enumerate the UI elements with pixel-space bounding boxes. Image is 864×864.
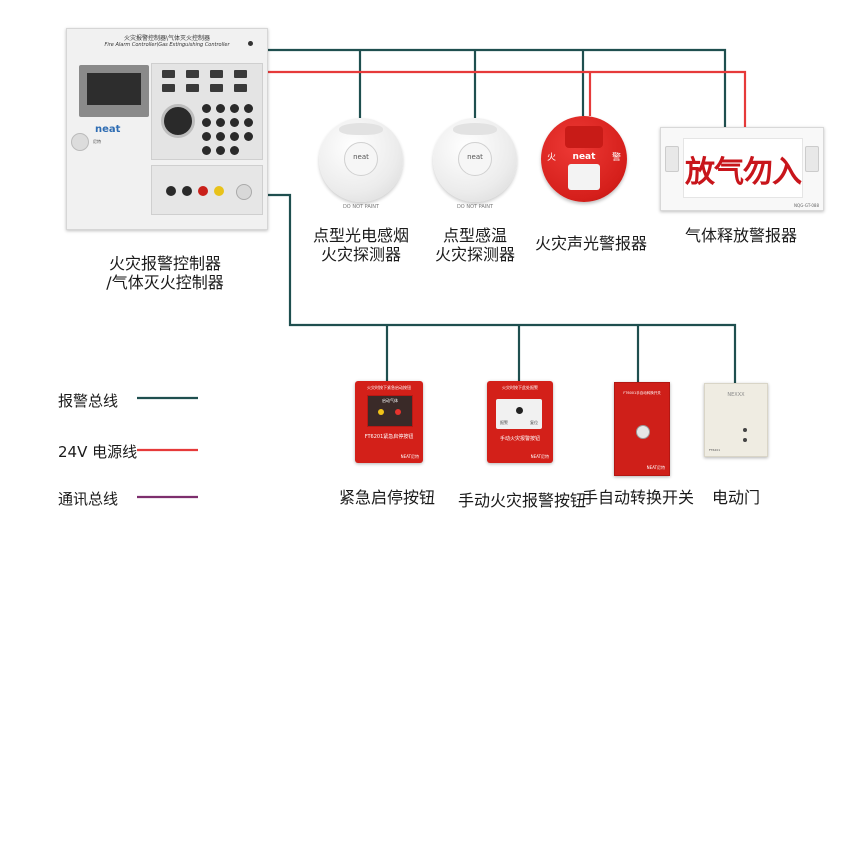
panel-brand-cn: 尼特 [93,139,101,144]
sign-lamp-right-icon [805,146,819,172]
extinguishing-control-subpanel [151,165,263,215]
lcd-display [79,65,149,117]
panel-brand-logo: neat [95,124,121,135]
electric-door-module: NEXXX FT6201 [704,383,768,457]
manual-auto-switch: FT6001手自动转换开关 NEAT尼特 [614,382,670,476]
power-indicator-icon [248,41,253,46]
sign-text: 放气勿入 [685,155,802,190]
manual-fire-alarm-button: 火灾时按下此处报警 报警 复位 手动火灾报警按钮 NEAT尼特 [487,381,553,463]
panel-title: 火灾报警控制器\气体灭火控制器 [123,35,211,42]
strobe-brand: neat [572,152,596,162]
photo-smoke-label-line1: 点型光电感烟 [312,226,409,245]
emergency-footer: FT6201紧急启停按钮 [364,434,414,440]
alarm-bus-top [266,48,727,127]
manual-window: 报警 复位 [496,399,542,429]
strobe-label: 火灾声光警报器 [534,234,647,253]
panel-subtitle: Fire Alarm Controller\Gas Extinguishing … [104,42,230,48]
strobe-lens-icon [568,164,600,190]
legend-alarm-bus: 报警总线 [58,392,119,410]
control-keypad [151,63,263,160]
door-lock-knob-icon [71,133,89,151]
door-led-2-icon [743,438,747,442]
fire-strobe-sounder: 火 neat 警 [541,116,627,202]
door-tag: FT6201 [709,448,721,452]
navigation-dial-icon [161,104,195,138]
emergency-button-label: 紧急启停按钮 [338,488,435,507]
power-line-top [266,70,747,127]
emergency-sub: 启动气体 [382,398,398,403]
manual-button-label: 手动火灾报警按钮 [458,491,587,510]
key-slot-icon [636,425,650,439]
controller-label-line1: 火灾报警控制器 [108,254,221,273]
manual-header: 火灾时按下此处报警 [502,385,538,390]
manual-right-text: 复位 [530,420,538,425]
release-sign-label: 气体释放警报器 [684,226,797,245]
strobe-fire-char: 火 [547,153,557,163]
manual-brand: NEAT尼特 [530,454,549,459]
photoelectric-smoke-detector: neat DO NOT PAINT [319,118,403,210]
gas-release-sign: 放气勿入 NQG-GT-088 [660,127,824,211]
legend-power-24v: 24V 电源线 [58,443,138,461]
controller-label-line2: /气体灭火控制器 [106,273,224,292]
switch-header: FT6001手自动转换开关 [623,391,661,395]
strobe-warn-char: 警 [611,153,621,163]
photo-smoke-brand: neat [353,153,369,161]
emergency-start-stop-button: 火灾时按下紧急启动按钮 启动气体 FT6201紧急启停按钮 NEAT尼特 [355,381,423,463]
alarm-bus-lower [266,193,737,383]
switch-brand: NEAT尼特 [646,465,665,470]
door-brand: NEXXX [727,392,745,398]
legend-comm-bus: 通讯总线 [58,490,119,508]
emergency-header: 火灾时按下紧急启动按钮 [367,385,411,390]
emergency-brand: NEAT尼特 [400,454,419,459]
photo-smoke-label-line2: 火灾探测器 [320,245,401,264]
manual-left-text: 报警 [500,420,508,425]
door-label: 电动门 [711,488,760,507]
heat-bottom-text: DO NOT PAINT [456,204,494,210]
sign-lamp-left-icon [665,146,679,172]
door-led-1-icon [743,428,747,432]
switch-label: 手自动转换开关 [581,488,694,507]
photo-smoke-bottom-text: DO NOT PAINT [342,204,380,210]
heat-label-line2: 火灾探测器 [434,245,515,264]
sign-model: NQG-GT-088 [794,203,819,208]
manual-footer: 手动火灾报警按钮 [499,436,540,442]
heat-detector: neat DO NOT PAINT [433,118,517,210]
heat-brand: neat [467,153,483,161]
fire-alarm-controller-panel: 火灾报警控制器\气体灭火控制器 Fire Alarm Controller\Ga… [66,28,268,230]
emergency-window: 启动气体 [367,395,413,427]
heat-label-line1: 点型感温 [442,226,507,245]
